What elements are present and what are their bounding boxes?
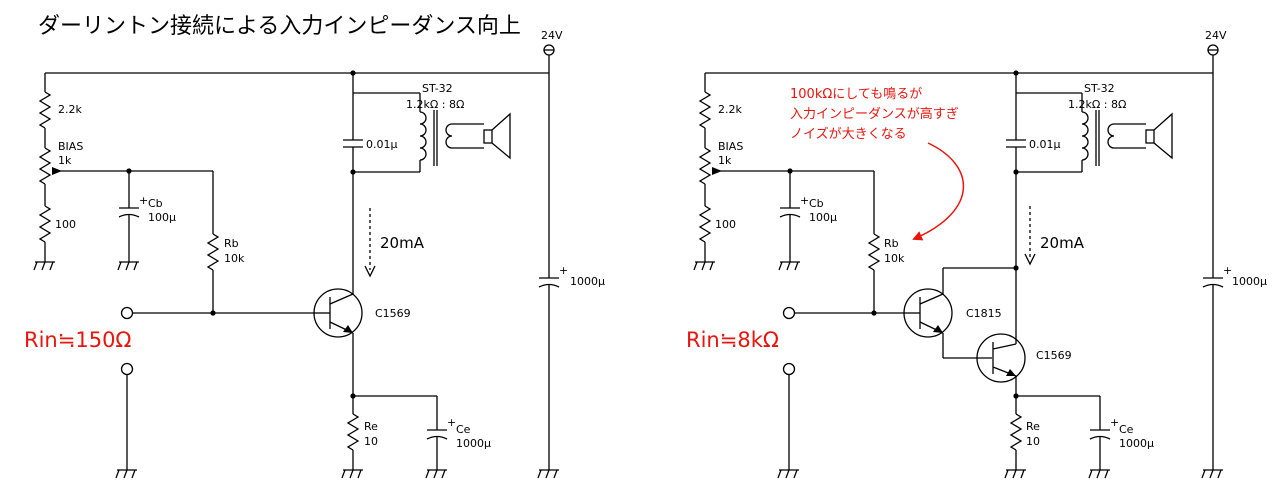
transistor-c1569 <box>976 333 1026 383</box>
capacitor-cb: + <box>118 194 148 218</box>
ce-name: Ce <box>1119 423 1134 436</box>
note-line-3: ノイズが大きくなる <box>790 126 907 142</box>
resistor-100 <box>698 205 712 243</box>
ground-symbol <box>777 469 799 479</box>
potentiometer-bias <box>38 147 52 185</box>
transformer-st32 <box>419 93 484 172</box>
r-top-label: 2.2k <box>58 103 82 116</box>
ground-symbol <box>1201 469 1223 479</box>
cap-value: 0.01μ <box>1029 138 1061 151</box>
ce-value: 1000μ <box>456 437 491 450</box>
svg-text:+: + <box>447 416 456 429</box>
resistor-2.2k <box>38 91 52 129</box>
right-circuit: 24V 2.2k BIAS 1k 100 + Cb 100μ <box>686 29 1267 479</box>
transistor-label: C1569 <box>375 307 411 320</box>
rb-value: 10k <box>224 252 245 265</box>
current-label: 20mA <box>1040 234 1085 252</box>
transformer-ratio: 1.2kΩ : 8Ω <box>1068 98 1126 111</box>
capacitor-0.01u <box>343 139 363 148</box>
capacitor-rail: + <box>1202 264 1232 288</box>
r-top-label: 2.2k <box>718 103 742 116</box>
rin-label: Rin≒8kΩ <box>686 328 779 352</box>
transistor1-label: C1815 <box>966 307 1002 320</box>
resistor-re <box>1009 413 1023 451</box>
ground-symbol <box>693 261 715 271</box>
rail-cap-value: 1000μ <box>570 275 605 288</box>
re-name: Re <box>364 420 378 433</box>
ce-name: Ce <box>456 423 471 436</box>
cb-value: 100μ <box>148 211 176 224</box>
rb-name: Rb <box>224 237 239 250</box>
ground-symbol <box>115 469 137 479</box>
current-label: 20mA <box>380 234 425 252</box>
rb-name: Rb <box>884 237 899 250</box>
cap-value: 0.01μ <box>366 138 398 151</box>
bias-value: 1k <box>58 154 72 167</box>
transistor-c1815 <box>903 288 953 338</box>
diagram-title: ダーリントン接続による入力インピーダンス向上 <box>38 14 521 39</box>
capacitor-cb: + <box>779 194 809 218</box>
capacitor-0.01u <box>1006 139 1026 148</box>
rb-value: 10k <box>884 252 905 265</box>
ground-symbol <box>341 469 363 479</box>
capacitor-rail: + <box>538 264 568 288</box>
capacitor-ce: + <box>1089 416 1119 440</box>
ground-symbol <box>1004 469 1026 479</box>
transformer-name: ST-32 <box>422 82 453 95</box>
ground-symbol <box>537 469 559 479</box>
transistor2-label: C1569 <box>1036 349 1072 362</box>
ground-symbol <box>1088 469 1110 479</box>
cb-name: Cb <box>148 197 163 210</box>
r-bottom-label: 100 <box>55 218 76 231</box>
resistor-100 <box>38 205 52 243</box>
input-terminal <box>120 306 134 320</box>
ground-symbol <box>117 261 139 271</box>
cb-value: 100μ <box>809 211 837 224</box>
input-terminal <box>782 306 796 320</box>
bias-name: BIAS <box>58 140 83 153</box>
ground-symbol <box>778 261 800 271</box>
transformer-name: ST-32 <box>1084 82 1115 95</box>
potentiometer-bias <box>698 147 712 185</box>
transformer-st32 <box>1081 93 1146 172</box>
rail-cap-value: 1000μ <box>1232 275 1267 288</box>
supply-terminal: 24V <box>1205 29 1227 73</box>
cb-name: Cb <box>809 197 824 210</box>
input-terminal-ground <box>120 362 134 376</box>
svg-text:+: + <box>139 194 148 207</box>
svg-text:+: + <box>1110 416 1119 429</box>
ground-symbol <box>425 469 447 479</box>
input-terminal-ground <box>782 362 796 376</box>
re-name: Re <box>1026 420 1040 433</box>
svg-text:+: + <box>800 194 809 207</box>
transformer-ratio: 1.2kΩ : 8Ω <box>406 98 464 111</box>
re-value: 10 <box>1026 435 1040 448</box>
resistor-2.2k <box>698 91 712 129</box>
supply-label: 24V <box>1205 29 1227 42</box>
capacitor-ce: + <box>426 416 456 440</box>
transistor-c1569 <box>313 288 363 338</box>
bias-name: BIAS <box>718 140 743 153</box>
speaker-icon <box>483 112 511 160</box>
speaker-icon <box>1145 112 1173 160</box>
r-bottom-label: 100 <box>715 218 736 231</box>
supply-terminal: 24V <box>541 29 563 73</box>
resistor-re <box>346 413 360 451</box>
resistor-rb <box>867 233 881 271</box>
svg-text:+: + <box>1223 264 1232 277</box>
svg-text:+: + <box>559 264 568 277</box>
supply-label: 24V <box>541 29 563 42</box>
ground-symbol <box>33 261 55 271</box>
rin-label: Rin≒150Ω <box>24 328 131 352</box>
left-circuit: 24V 2.2k BIAS 1k 100 + Cb 100μ <box>24 29 605 479</box>
note-arrow <box>912 142 965 241</box>
ce-value: 1000μ <box>1119 437 1154 450</box>
note-line-2: 入力インピーダンスが高すぎ <box>790 106 959 122</box>
resistor-rb <box>206 233 220 271</box>
note-line-1: 100kΩにしても鳴るが <box>790 87 922 102</box>
bias-value: 1k <box>718 154 732 167</box>
re-value: 10 <box>364 435 378 448</box>
